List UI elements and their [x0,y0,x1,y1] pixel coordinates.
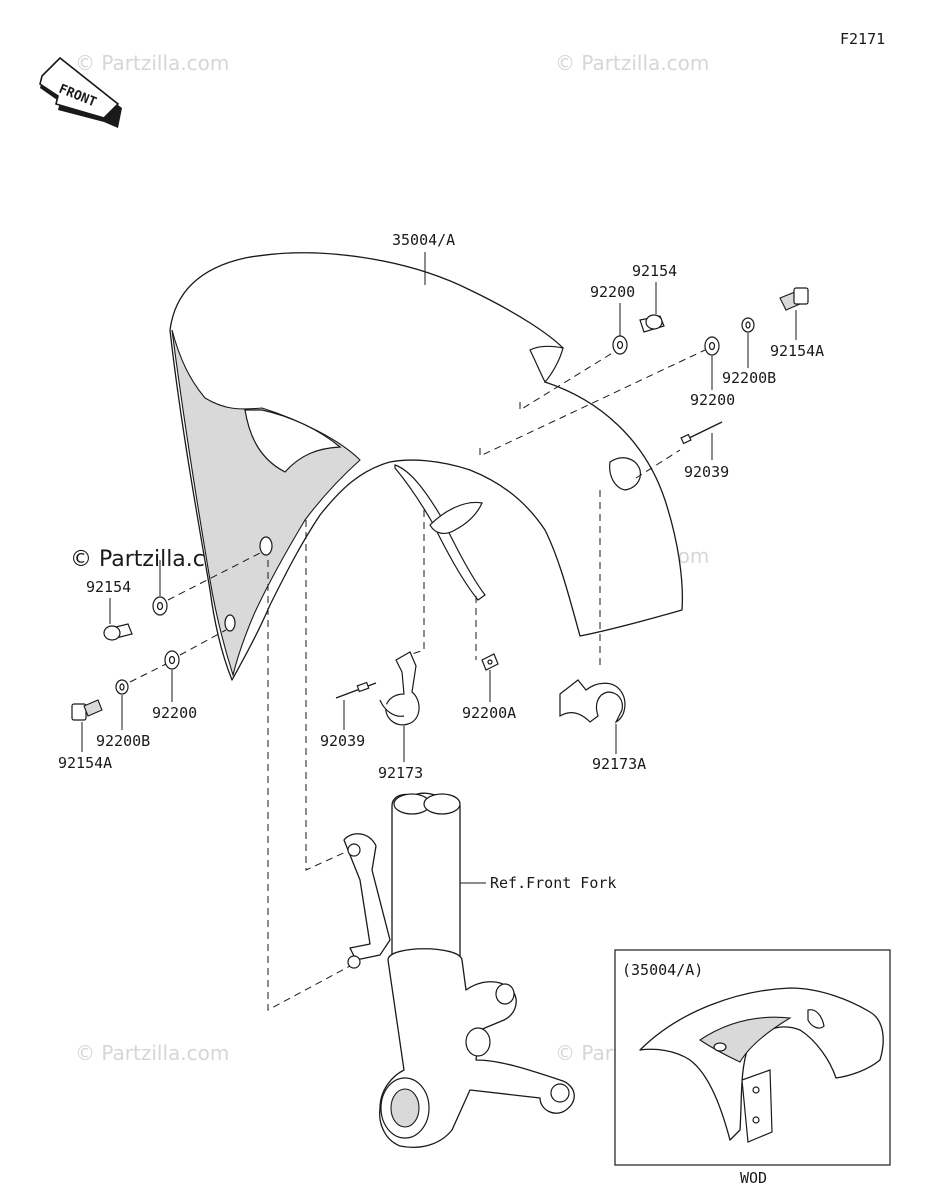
callout-92039-center: 92039 [320,732,365,750]
assembly-line [635,449,681,479]
assembly-line [519,351,615,411]
callout-92200b-left: 92200B [96,732,150,750]
washer-icon [164,650,180,670]
watermark: © Partzilla.com [75,1041,229,1065]
variant-inset: (35004/A) [614,949,891,1166]
bolt-icon [103,623,133,641]
front-fork [343,792,575,1148]
callout-92173a: 92173A [592,755,646,773]
assembly-line [167,551,263,601]
washer-icon [741,317,755,333]
callout-92200-upper: 92200 [590,283,635,301]
inset-title: (35004/A) [622,961,703,979]
front-arrow-icon: FRONT [39,56,122,128]
clamp-icon [559,679,626,724]
pin-icon [680,421,723,445]
callout-92173: 92173 [378,764,423,782]
clamp-icon [379,651,420,726]
assembly-line [267,560,351,1011]
watermark: © Partzilla.com [75,51,229,75]
callout-92154a-left: 92154A [58,754,112,772]
washer-icon [704,336,720,356]
fork-reference: Ref.Front Fork [490,874,616,892]
small-washer-icon [481,653,499,671]
bolt-icon [639,314,665,333]
nut-bolt-icon [779,287,809,311]
inset-caption: WOD [740,1169,767,1187]
nut-bolt-icon [71,699,103,721]
assembly-line [179,629,227,656]
callout-35004-a: 35004/A [392,231,455,249]
callout-92200-left: 92200 [152,704,197,722]
callout-92154a-right: 92154A [770,342,824,360]
callout-92200-right: 92200 [690,391,735,409]
watermark: © Partzilla.com [555,51,709,75]
pin-icon [335,681,377,699]
callout-92039-right: 92039 [684,463,729,481]
front-fender [169,252,683,681]
callout-92154-left: 92154 [86,578,131,596]
callout-92154-right: 92154 [632,262,677,280]
callout-92200a: 92200A [462,704,516,722]
assembly-line [129,663,167,683]
assembly-line [305,520,351,871]
washer-icon [152,596,168,616]
callout-92200b-right: 92200B [722,369,776,387]
diagram-code: F2171 [840,30,885,48]
washer-icon [115,679,129,695]
assembly-line [411,510,425,655]
washer-icon [612,335,628,355]
assembly-line [479,349,706,457]
